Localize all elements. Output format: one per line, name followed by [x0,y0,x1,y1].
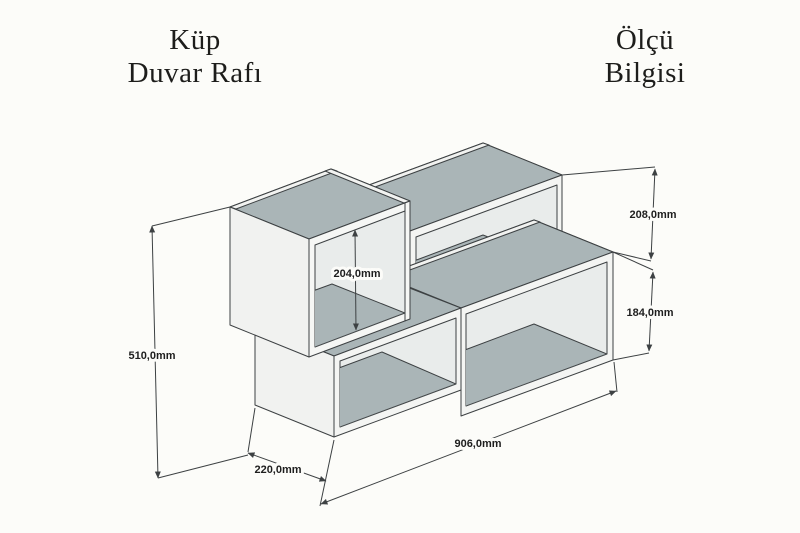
info-title: Ölçü Bilgisi [570,24,720,90]
dimension-line [646,271,656,352]
dimension-label: 510,0mm [128,350,175,362]
product-title-line2: Duvar Rafı [127,57,263,89]
extension-line [612,352,650,361]
extension-line [612,251,652,262]
dimension-total-width: 906,0mm [319,361,618,507]
dimension-label: 906,0mm [454,438,501,450]
dimension-line [352,229,359,331]
extension-line [151,206,231,227]
dimension-line [648,168,658,260]
product-title-line1: Küp [169,24,221,56]
dimension-total-height: 510,0mm [125,206,249,479]
dimension-right-shelf-height: 184,0mm [612,251,677,361]
dimension-total-depth: 220,0mm [247,407,327,482]
extension-line [612,251,654,271]
dimension-label: 208,0mm [629,209,676,221]
dimension-line [320,390,617,505]
dimension-cube-interior-height: 204,0mm [330,229,384,331]
bottom-right-shelf-unit [381,219,614,417]
info-title-line1: Ölçü [615,24,675,56]
dimension-label: 184,0mm [626,307,673,319]
extension-line [247,407,256,453]
info-title-line2: Bilgisi [604,57,686,89]
top-left-cube-unit [229,168,411,358]
extension-line [613,361,618,393]
product-title: Küp Duvar Rafı [100,24,290,90]
dimension-line [247,452,327,482]
extension-line [561,166,656,176]
dimension-label: 204,0mm [333,268,380,280]
extension-line [319,439,335,507]
dimension-line [149,225,161,479]
extension-line [157,454,249,479]
dimension-label: 220,0mm [254,464,301,476]
dimension-top-shelf-height: 208,0mm [561,166,680,262]
